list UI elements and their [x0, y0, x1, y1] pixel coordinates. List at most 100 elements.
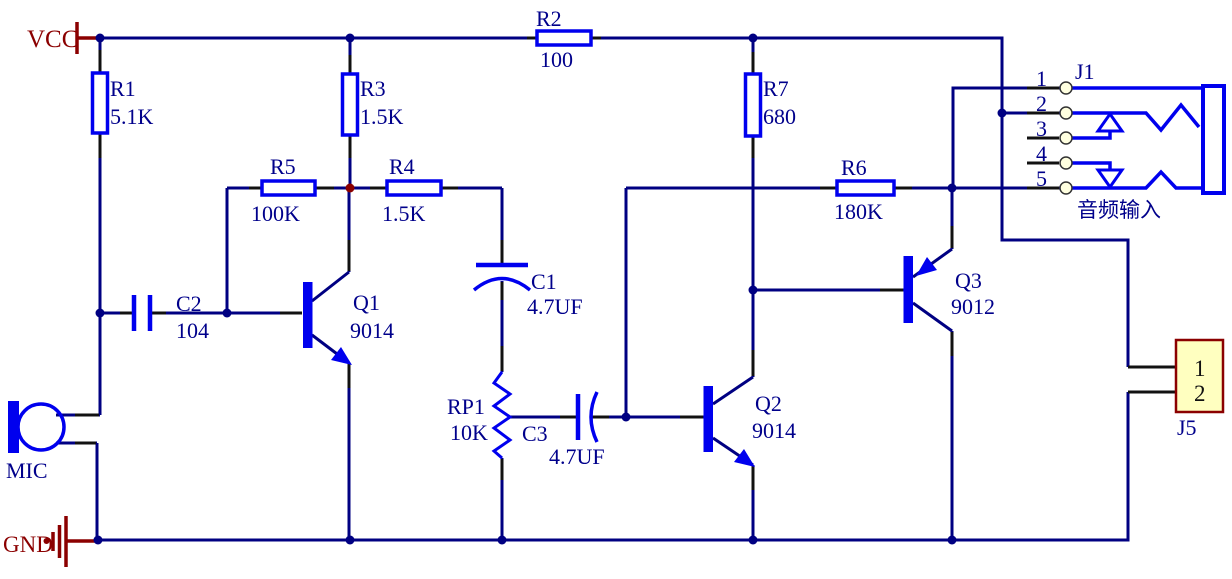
jack-switch3-lead	[1072, 131, 1112, 140]
microphone-label: MIC	[6, 458, 48, 483]
resistor-R3: R3 1.5K	[340, 72, 404, 137]
j1-pin3-number: 3	[1036, 116, 1047, 141]
j1-caption: 音频输入	[1077, 198, 1161, 222]
gnd-symbol	[51, 516, 100, 567]
transistor-Q2-value: 9014	[752, 418, 796, 443]
microphone-body	[16, 402, 66, 452]
wire-r3-r5-r4-row	[100, 38, 502, 315]
transistor-Q1-base-bar	[303, 282, 313, 348]
j1-pin5-number: 5	[1036, 166, 1047, 191]
transistor-Q3: Q3 9012	[903, 256, 995, 323]
jack-switch4-lead	[1072, 161, 1112, 170]
capacitor-C1: C1 4.7UF	[472, 262, 583, 319]
transistor-Q2-base-bar	[703, 386, 713, 452]
junction-dot	[997, 108, 1007, 118]
wire-gnd-rail	[100, 392, 1130, 542]
j1-pin3-pad	[1059, 131, 1073, 145]
resistor-R6-body	[835, 179, 896, 197]
resistor-R4-ref: R4	[389, 154, 415, 179]
resistor-R6: R6 180K	[834, 155, 896, 224]
jack-contact-upper	[1072, 102, 1201, 133]
potentiometer-RP1-zigzag	[491, 371, 513, 460]
junction-dot	[621, 412, 631, 422]
junction-dot	[345, 535, 355, 545]
jack-contact-lower	[1072, 169, 1203, 190]
capacitor-C1-ref: C1	[531, 269, 557, 294]
resistor-R1-ref: R1	[110, 76, 136, 101]
transistor-Q1-ref: Q1	[353, 290, 380, 315]
junction-dot	[947, 535, 957, 545]
junction-dot	[748, 535, 758, 545]
j1-pin4-pad	[1059, 156, 1073, 170]
transistor-Q1-value: 9014	[350, 318, 394, 343]
resistor-R1-value: 5.1K	[110, 104, 154, 129]
resistor-R6-ref: R6	[841, 155, 867, 180]
resistor-R2-ref: R2	[536, 6, 562, 31]
potentiometer-RP1: RP1 10K	[447, 371, 513, 460]
capacitor-C3-curved-plate	[589, 391, 599, 443]
j5-pin2-number: 2	[1194, 381, 1206, 406]
resistor-R3-value: 1.5K	[360, 104, 404, 129]
resistor-R5-ref: R5	[270, 154, 296, 179]
connector-J1-ref: J1	[1075, 59, 1095, 84]
capacitor-C3: C3 4.7UF	[522, 391, 605, 469]
resistor-R7-ref: R7	[763, 76, 789, 101]
resistor-R5-value: 100K	[251, 201, 300, 226]
resistor-R6-value: 180K	[834, 199, 883, 224]
junction-dot	[748, 285, 758, 295]
resistor-R7: R7 680	[743, 72, 796, 138]
resistor-R3-ref: R3	[360, 76, 386, 101]
j1-pin5-pad	[1059, 181, 1073, 195]
gnd-port: GND	[3, 516, 100, 567]
transistor-Q2-emitter-arrow	[734, 449, 755, 467]
capacitor-C1-curved-plate	[472, 276, 532, 292]
resistor-R2-body	[535, 29, 593, 47]
resistor-R5-body	[260, 179, 317, 197]
wire-q3-leads	[753, 188, 954, 540]
resistor-R5: R5 100K	[251, 154, 317, 226]
jack-switch4-arrow-down-icon	[1095, 168, 1125, 190]
connector-J5: 1 2 J5	[1174, 338, 1225, 440]
microphone: MIC	[6, 401, 66, 483]
j1-pin1-number: 1	[1036, 66, 1047, 91]
wires	[56, 36, 1130, 542]
transistor-Q2-ref: Q2	[755, 391, 782, 416]
capacitor-C2-ref: C2	[176, 291, 202, 316]
resistor-R7-body	[743, 72, 763, 138]
resistor-R4-value: 1.5K	[382, 201, 426, 226]
resistor-R1: R1 5.1K	[90, 71, 154, 135]
capacitor-C2-value: 104	[176, 318, 209, 343]
jack-switch3-arrow-up-icon	[1095, 111, 1125, 133]
component-pin-stubs	[75, 36, 1176, 490]
junction-dot	[748, 33, 758, 43]
junction-dot	[222, 308, 232, 318]
resistor-R3-body	[340, 72, 360, 137]
wire-q2-leads-r7-column	[712, 38, 755, 540]
connector-J1: J1 1 2 3 4 5 音频输入	[1036, 59, 1226, 222]
capacitor-C2-plates	[131, 295, 153, 331]
potentiometer-RP1-ref: RP1	[447, 394, 485, 419]
transistor-Q3-base-bar	[903, 256, 913, 323]
capacitor-C1-value: 4.7UF	[527, 294, 583, 319]
gnd-symbol-dot	[43, 538, 50, 544]
wire-q1-leads	[311, 188, 351, 540]
resistor-R2-value: 100	[540, 47, 573, 72]
connector-J5-ref: J5	[1177, 415, 1197, 440]
j1-pin4-number: 4	[1036, 141, 1047, 166]
microphone-diaphragm	[8, 401, 19, 453]
resistor-R1-body	[90, 71, 110, 135]
j1-pin1-pad	[1059, 81, 1073, 95]
capacitor-C2: C2 104	[131, 291, 209, 343]
wire-c3-q2base-r6-row	[510, 186, 1060, 419]
junction-dots	[93, 33, 1007, 545]
vcc-port: VCC	[27, 22, 100, 54]
junction-dot	[95, 33, 105, 43]
transistor-Q3-ref: Q3	[955, 268, 982, 293]
resistor-R7-value: 680	[763, 104, 796, 129]
gnd-label: GND	[3, 532, 53, 557]
wire-vcc-rail	[100, 36, 1130, 367]
transistor-Q3-emitter-arrow	[916, 257, 937, 276]
junction-dot	[345, 33, 355, 43]
